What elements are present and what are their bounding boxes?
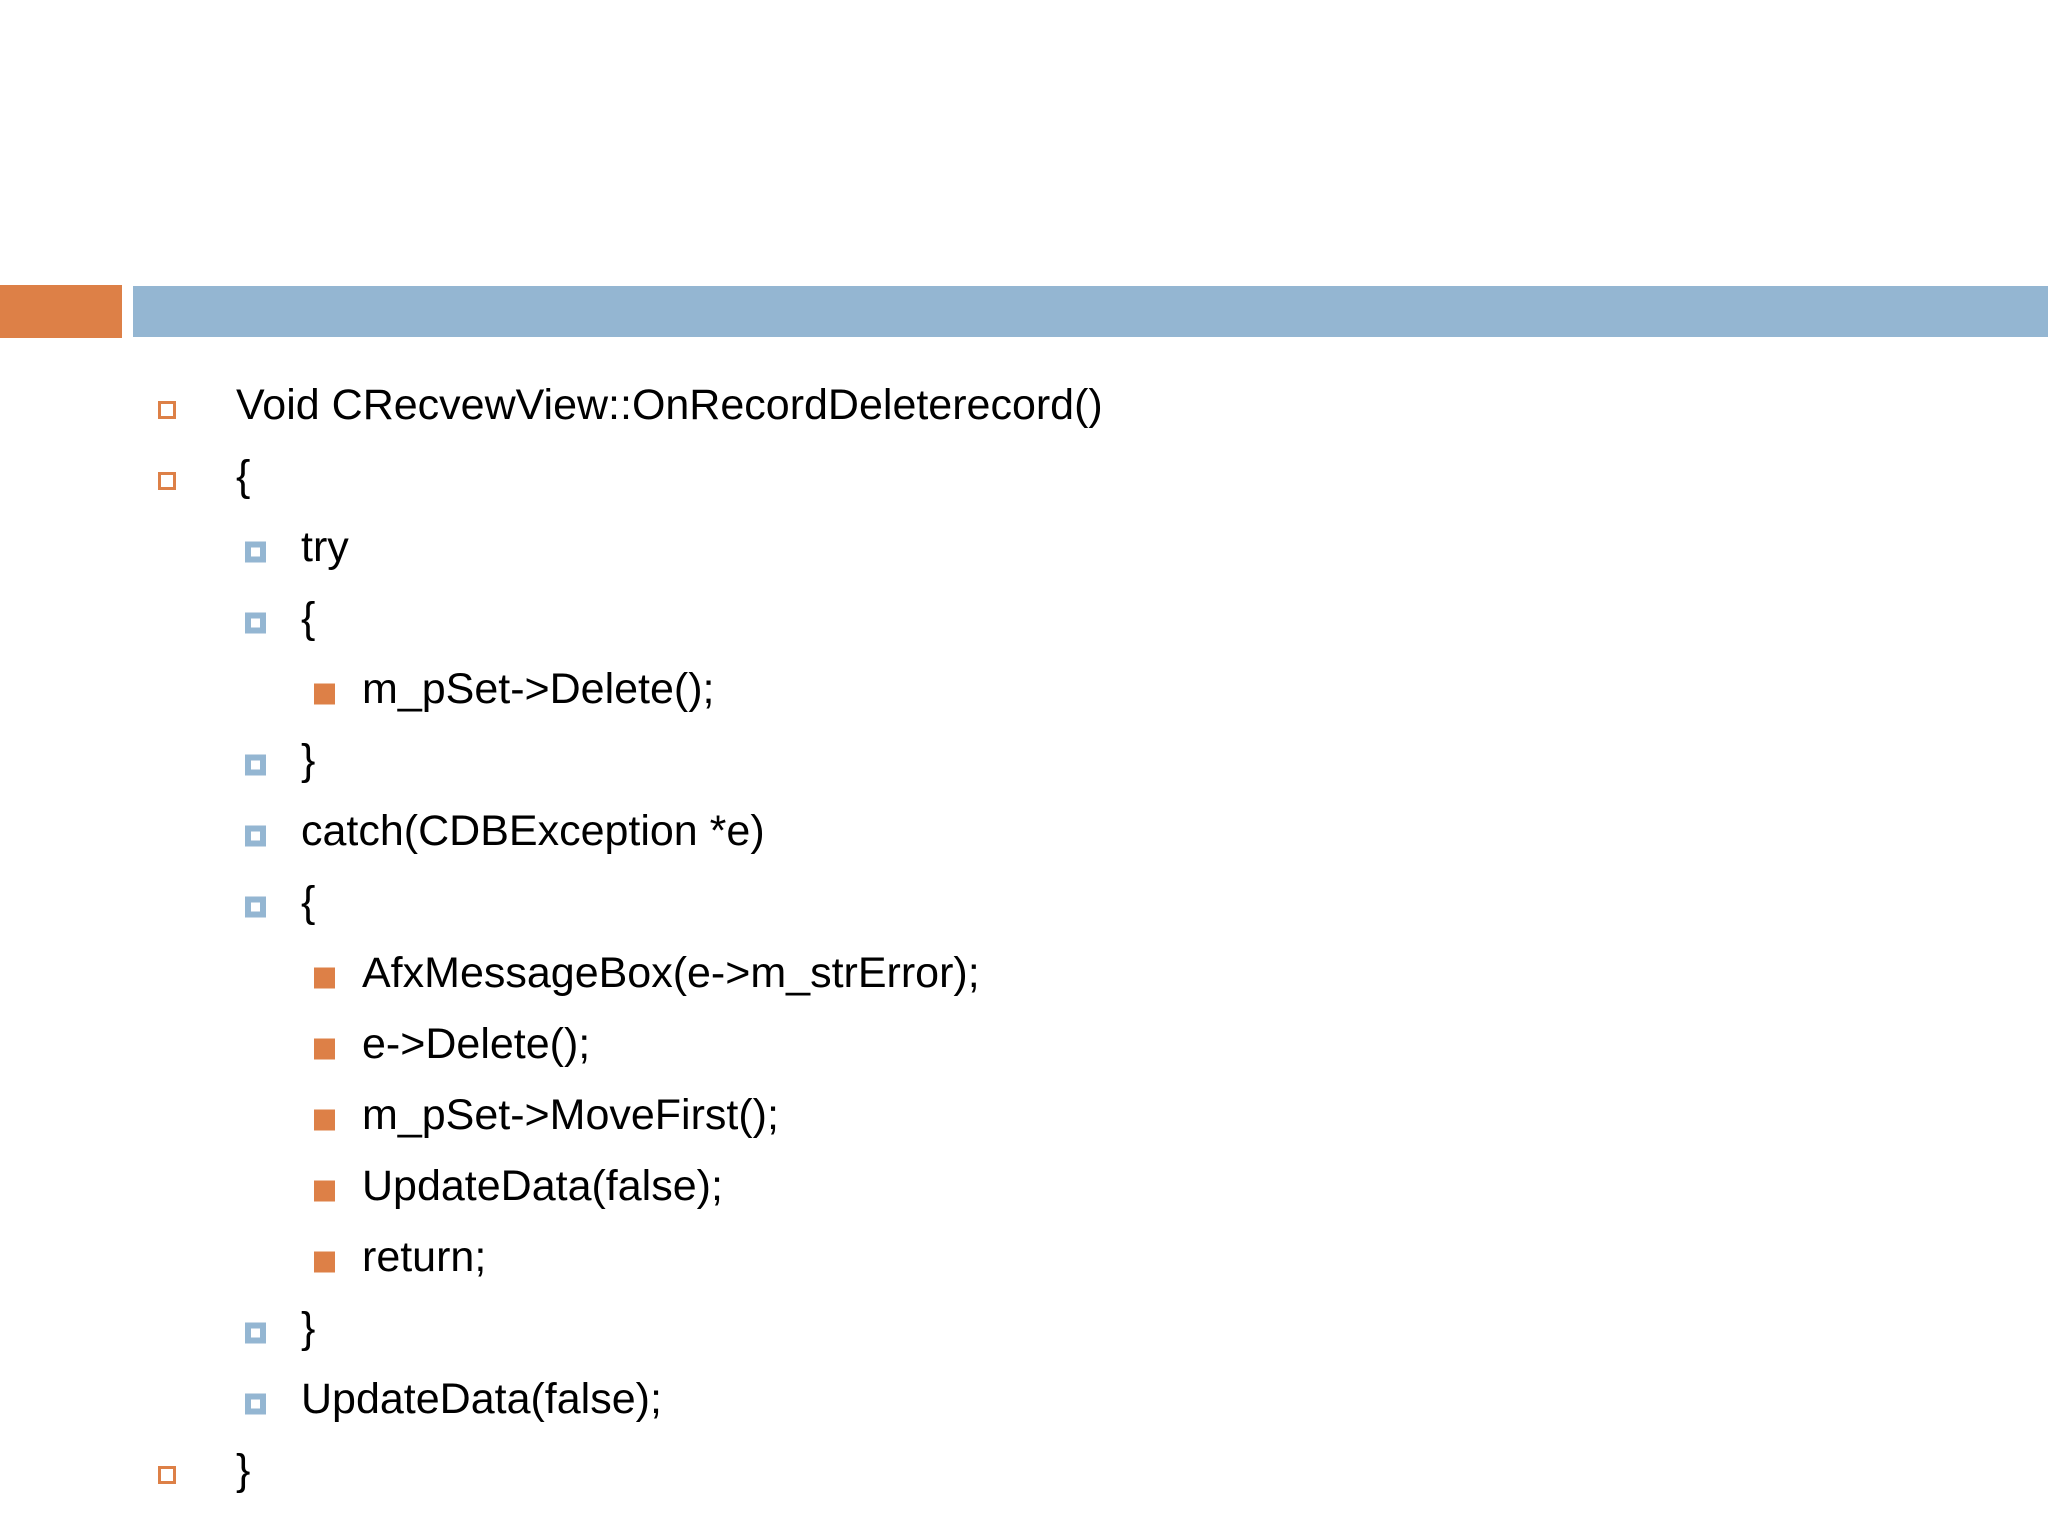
square-thick-border-bullet-icon: [245, 1393, 266, 1414]
square-thick-border-bullet-icon: [245, 825, 266, 846]
code-text: UpdateData(false);: [362, 1162, 723, 1210]
code-text: e->Delete();: [362, 1020, 591, 1068]
square-outline-bullet-icon: [158, 471, 176, 490]
square-outline-bullet-icon: [158, 400, 176, 419]
square-thick-border-bullet-icon: [245, 1322, 266, 1343]
code-text: Void CRecvewView::OnRecordDeleterecord(): [236, 381, 1103, 429]
square-filled-bullet-icon: [314, 1038, 335, 1059]
code-text: AfxMessageBox(e->m_strError);: [362, 949, 980, 997]
code-text: catch(CDBException *e): [301, 807, 765, 855]
header-orange-block: [0, 285, 122, 338]
code-line: m_pSet->Delete();: [0, 654, 2048, 725]
square-filled-bullet-icon: [314, 1251, 335, 1272]
code-line: return;: [0, 1222, 2048, 1293]
code-line: }: [0, 725, 2048, 796]
code-text: try: [301, 523, 349, 571]
code-line: }: [0, 1293, 2048, 1364]
square-filled-bullet-icon: [314, 1180, 335, 1201]
square-thick-border-bullet-icon: [245, 754, 266, 775]
square-thick-border-bullet-icon: [245, 612, 266, 633]
code-text: {: [301, 594, 316, 642]
square-filled-bullet-icon: [314, 967, 335, 988]
code-text: }: [301, 736, 316, 784]
code-line: AfxMessageBox(e->m_strError);: [0, 938, 2048, 1009]
square-filled-bullet-icon: [314, 1109, 335, 1130]
code-text: }: [301, 1304, 316, 1352]
code-line: {: [0, 441, 2048, 512]
square-thick-border-bullet-icon: [245, 541, 266, 562]
code-text: return;: [362, 1233, 487, 1281]
code-line: {: [0, 867, 2048, 938]
square-filled-bullet-icon: [314, 683, 335, 704]
code-text: {: [301, 878, 316, 926]
code-text: {: [236, 452, 251, 500]
code-line: catch(CDBException *e): [0, 796, 2048, 867]
square-outline-bullet-icon: [158, 1465, 176, 1484]
header-blue-bar: [133, 286, 2048, 337]
square-thick-border-bullet-icon: [245, 896, 266, 917]
code-list: Void CRecvewView::OnRecordDeleterecord()…: [0, 370, 2048, 1506]
code-text: m_pSet->MoveFirst();: [362, 1091, 779, 1139]
code-line: UpdateData(false);: [0, 1151, 2048, 1222]
code-line: try: [0, 512, 2048, 583]
code-line: e->Delete();: [0, 1009, 2048, 1080]
code-line: Void CRecvewView::OnRecordDeleterecord(): [0, 370, 2048, 441]
code-text: m_pSet->Delete();: [362, 665, 715, 713]
code-line: }: [0, 1435, 2048, 1506]
code-line: UpdateData(false);: [0, 1364, 2048, 1435]
code-line: {: [0, 583, 2048, 654]
code-line: m_pSet->MoveFirst();: [0, 1080, 2048, 1151]
code-text: }: [236, 1446, 251, 1494]
code-text: UpdateData(false);: [301, 1375, 662, 1423]
